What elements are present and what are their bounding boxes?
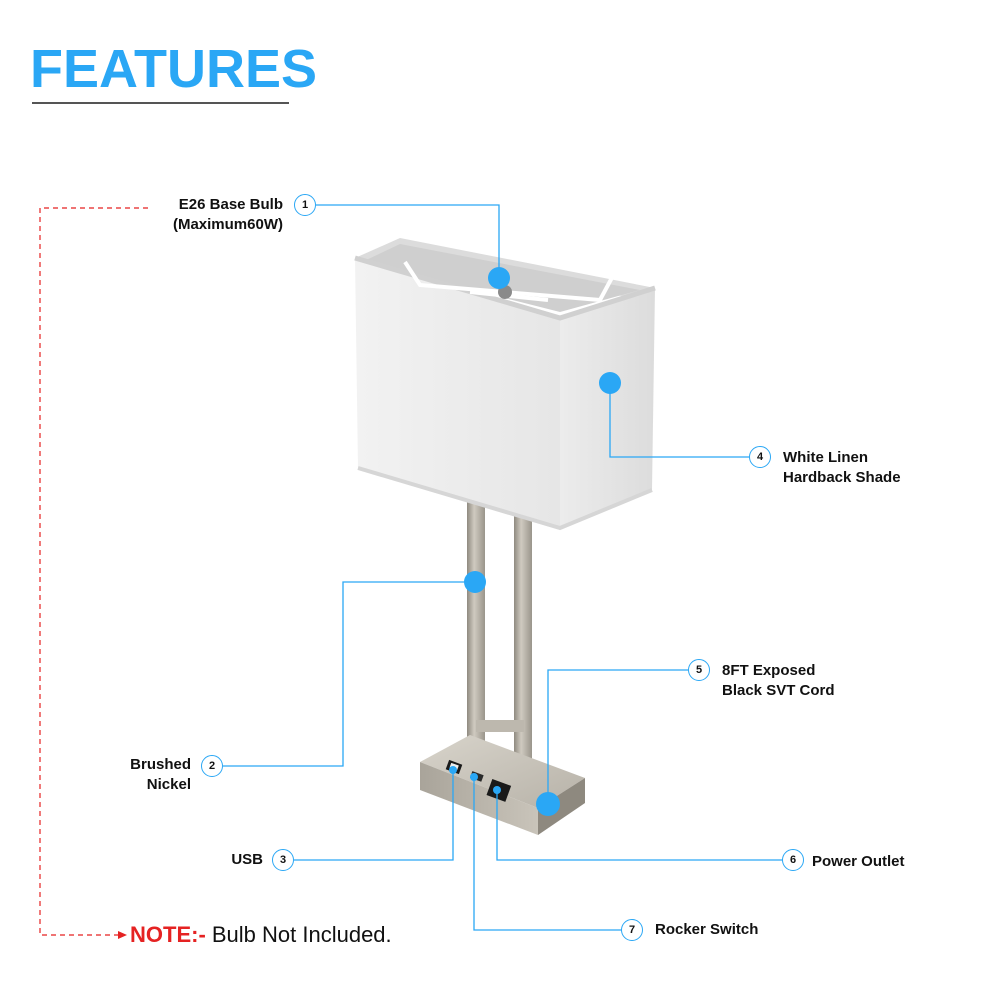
callout-5-line2: Black SVT Cord — [722, 682, 835, 699]
callout-7-label: Rocker Switch — [655, 920, 758, 940]
callout-3-badge: 3 — [272, 849, 294, 871]
dot-nickel — [464, 571, 486, 593]
callout-5-badge: 5 — [688, 659, 710, 681]
callout-7-line1: Rocker Switch — [655, 921, 759, 938]
dot-usb — [449, 766, 457, 774]
callout-4-line1: White Linen — [783, 449, 868, 466]
dot-cord — [536, 792, 560, 816]
callout-3-label: USB — [200, 850, 263, 870]
callout-lines — [223, 204, 782, 931]
callout-1-badge: 1 — [294, 194, 316, 216]
callout-1-line2: (Maximum60W) — [172, 216, 283, 233]
callout-4-line2: Hardback Shade — [783, 469, 901, 486]
callout-2-line1: Brushed — [130, 756, 191, 773]
note-key: NOTE:- — [130, 922, 206, 947]
dot-rocker — [470, 773, 478, 781]
callout-2-label: Brushed Nickel — [100, 755, 191, 795]
dot-bulb — [488, 267, 510, 289]
callout-3-line1: USB — [231, 851, 263, 868]
title-underline — [32, 102, 289, 104]
callout-4-badge: 4 — [749, 446, 771, 468]
note-connector — [39, 207, 148, 939]
lamp-base — [420, 735, 585, 835]
note: NOTE:- Bulb Not Included. — [130, 921, 392, 949]
callout-5-label: 8FT Exposed Black SVT Cord — [722, 661, 835, 701]
page-title: FEATURES — [30, 39, 318, 99]
callout-6-label: Power Outlet — [812, 852, 905, 872]
lamp-shade — [354, 238, 656, 531]
callout-5-line1: 8FT Exposed — [722, 662, 816, 679]
callout-1-line1: E26 Base Bulb — [178, 196, 283, 213]
dot-shade — [599, 372, 621, 394]
callout-7-badge: 7 — [621, 919, 643, 941]
callout-dots — [449, 267, 621, 816]
callout-6-badge: 6 — [782, 849, 804, 871]
callout-4-label: White Linen Hardback Shade — [783, 448, 901, 488]
dot-outlet — [493, 786, 501, 794]
lamp-stems — [467, 495, 532, 790]
callout-1-label: E26 Base Bulb (Maximum60W) — [140, 195, 283, 235]
callout-6-line1: Power Outlet — [812, 853, 905, 870]
callout-2-line2: Nickel — [146, 776, 191, 793]
note-text: Bulb Not Included. — [205, 922, 392, 947]
callout-2-badge: 2 — [201, 755, 223, 777]
